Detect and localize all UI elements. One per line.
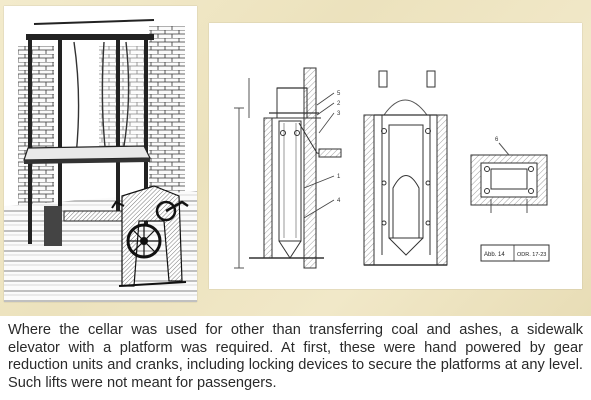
guide-post (116, 34, 120, 214)
elevator-platform (23, 145, 151, 161)
part-marker: 5 (337, 91, 341, 97)
caption-box: Where the cellar was used for other than… (0, 316, 591, 400)
engraving-frame (4, 6, 197, 302)
elevator-technical-drawing: 5 2 3 1 4 6 Abb. 14 ODR. 17-23 (209, 23, 582, 289)
section-view-front (363, 70, 448, 266)
stamp-label: Abb. 14 (484, 252, 505, 258)
gear-reduction-crank (111, 185, 189, 287)
part-marker: 4 (337, 198, 341, 204)
drawing-stamp (480, 244, 550, 262)
caption-text: Where the cellar was used for other than… (8, 322, 583, 391)
image-panel: 5 2 3 1 4 6 Abb. 14 ODR. 17-23 (0, 0, 591, 316)
guide-post (58, 34, 62, 234)
part-marker: 6 (495, 137, 499, 143)
part-marker: 2 (337, 101, 341, 107)
part-markers (303, 92, 335, 219)
technical-drawing-frame: 5 2 3 1 4 6 Abb. 14 ODR. 17-23 (209, 23, 582, 289)
plan-view (470, 142, 548, 213)
guide-post (144, 34, 148, 224)
part-marker: 1 (337, 174, 341, 180)
sidewalk-elevator-engraving (4, 6, 197, 302)
part-marker: 3 (337, 111, 341, 117)
guide-post (28, 34, 32, 244)
section-view-side (234, 67, 342, 269)
stamp-ref: ODR. 17-23 (517, 252, 546, 258)
